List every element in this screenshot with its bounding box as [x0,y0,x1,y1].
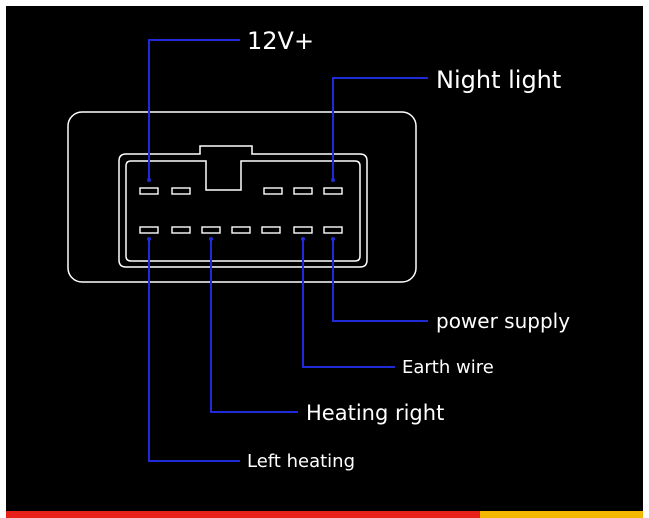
leader-12v [148,39,240,180]
top-row-pins [139,187,343,195]
accent-bar-yellow [480,511,643,518]
pin-top-4 [293,187,313,195]
pin-bottom-2 [171,226,191,234]
leader-night-light [332,77,428,180]
leader-heating-right [210,239,298,413]
pin-bottom-4 [231,226,251,234]
pin-bottom-1 [139,226,159,234]
label-power-supply: power supply [436,309,570,333]
pin-top-2 [171,187,191,195]
label-12v: 12V+ [247,27,314,55]
label-earth-wire: Earth wire [402,357,494,378]
label-night-light: Night light [436,66,561,94]
pin-top-5 [323,187,343,195]
accent-bar-red [6,511,480,518]
pin-top-1 [139,187,159,195]
pin-bottom-3 [201,226,221,234]
connector-inner-frame [118,145,368,268]
label-left-heating: Left heating [247,451,355,472]
bottom-row-pins [139,226,343,234]
connector-outer-housing [67,111,417,283]
leader-power-supply [332,239,428,322]
pin-bottom-5 [261,226,281,234]
connector-pin-cavity [125,160,361,262]
pin-top-3 [263,187,283,195]
leader-lines [148,39,428,462]
pin-bottom-6 [293,226,313,234]
pin-bottom-7 [323,226,343,234]
label-heating-right: Heating right [306,401,444,425]
leader-left-heating [148,239,240,462]
leader-earth-wire [302,239,395,368]
diagram-background [6,6,643,512]
